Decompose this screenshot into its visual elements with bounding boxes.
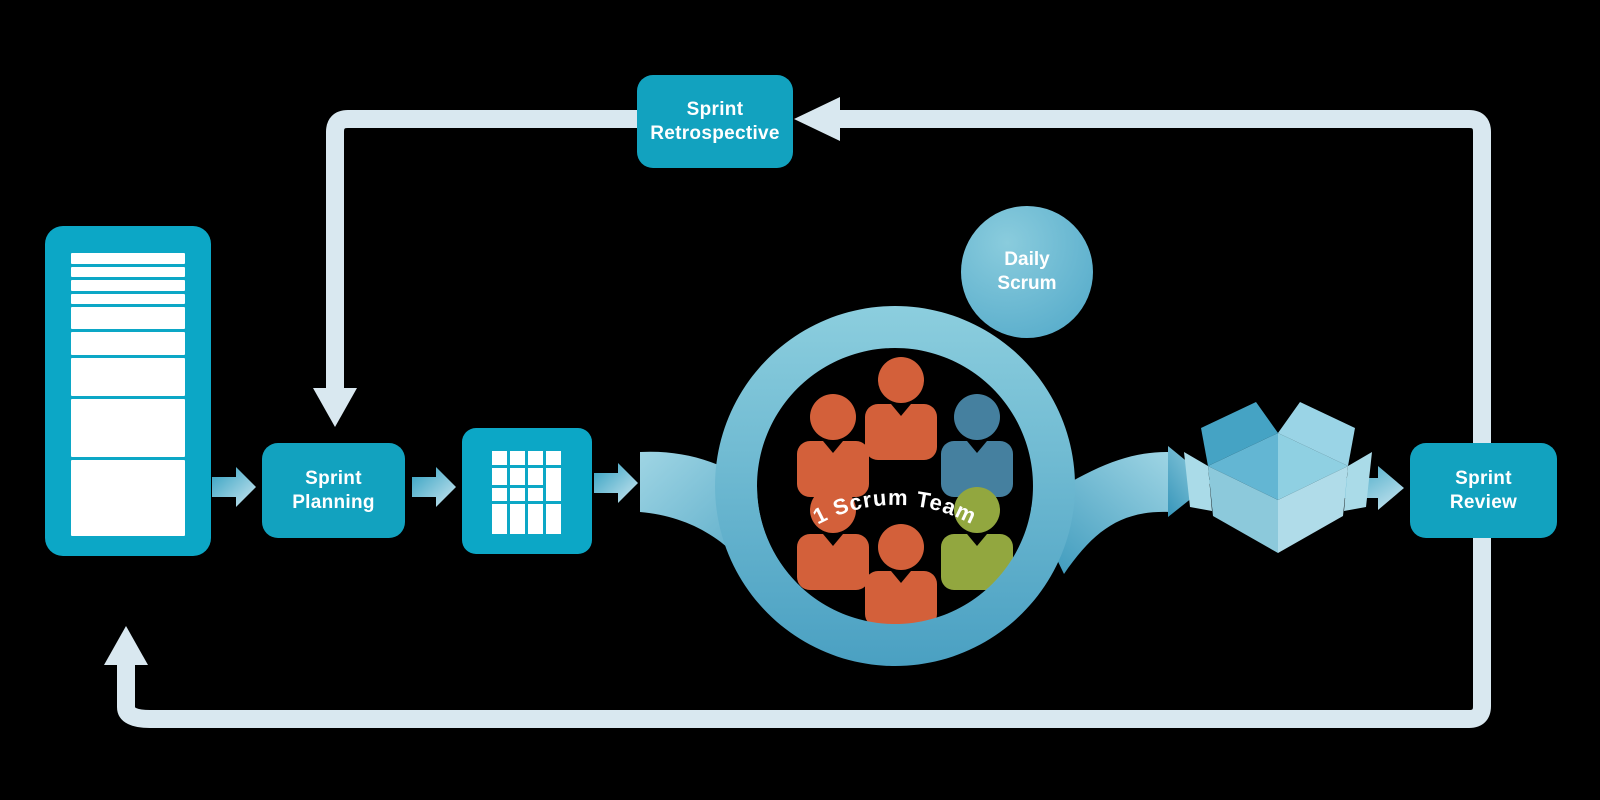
backlog-item-bar [71, 267, 185, 277]
task-cell [510, 451, 525, 465]
backlog-item-bar [71, 307, 185, 329]
daily-scrum-label-line1: Daily [1004, 249, 1050, 270]
team-member-bottom [865, 524, 937, 627]
task-cell [528, 468, 543, 485]
daily-scrum-label-line2: Scrum [997, 273, 1057, 294]
sprint-review-label-line2: Review [1449, 491, 1518, 513]
backlog-item-bar [71, 294, 185, 304]
sprint-retrospective-label-line2: Retrospective [650, 122, 780, 144]
task-cell [510, 468, 525, 485]
task-cell [528, 451, 543, 465]
sprint-review-box: Sprint Review [1410, 443, 1557, 538]
daily-scrum-bubble: Daily Scrum [961, 206, 1093, 338]
box-wing-left [1184, 452, 1212, 511]
sprint-planning-label-line2: Planning [292, 491, 375, 513]
task-cell [492, 468, 507, 485]
arrow-sprintbacklog-to-team [594, 463, 638, 503]
task-cell [492, 488, 507, 501]
box-body-right [1278, 466, 1348, 553]
task-grid [492, 451, 561, 534]
team-member-upper-left [797, 394, 869, 497]
increment-box-icon [1184, 402, 1372, 553]
arrow-planning-to-sprintbacklog [412, 467, 456, 507]
loop-retrospective-to-planning [326, 110, 637, 390]
loop-review-to-retrospective [838, 110, 1491, 452]
backlog-item-bar [71, 332, 185, 355]
box-interior-right [1278, 433, 1348, 500]
task-cell [492, 451, 507, 465]
box-flap-upper-left [1201, 402, 1278, 466]
sprint-retrospective-box: Sprint Retrospective [637, 75, 793, 168]
sprint-retrospective-label-line1: Sprint [686, 98, 744, 120]
task-cell [528, 504, 543, 534]
sprint-planning-box: Sprint Planning [262, 443, 405, 538]
sprint-review-label-line1: Sprint [1455, 467, 1512, 489]
sprint-backlog-icon [462, 428, 592, 554]
backlog-item-bar [71, 399, 185, 457]
task-cell [528, 488, 543, 501]
arrow-backlog-to-planning [212, 467, 256, 507]
backlog-item-bar [71, 280, 185, 291]
arrowhead-into-backlog [104, 626, 148, 665]
box-body-left [1208, 466, 1278, 553]
arrowhead-into-retrospective [794, 97, 840, 141]
box-wing-right [1344, 452, 1372, 511]
task-cell [546, 451, 561, 465]
loop-review-to-backlog [117, 536, 1491, 728]
box-flap-upper-right [1278, 402, 1355, 466]
backlog-item-bar [71, 460, 185, 536]
product-backlog-icon [45, 226, 211, 556]
box-interior-left [1208, 433, 1278, 500]
team-member-upper-right [941, 394, 1013, 497]
backlog-item-bar [71, 253, 185, 264]
task-cell [546, 504, 561, 534]
backlog-item-bar [71, 358, 185, 396]
task-cell [510, 488, 525, 501]
sprint-planning-label-line1: Sprint [305, 467, 362, 489]
team-member-top [865, 357, 937, 460]
task-cell [546, 468, 561, 501]
task-cell [510, 504, 525, 534]
task-cell [492, 504, 507, 534]
arrowhead-into-planning [313, 388, 357, 427]
